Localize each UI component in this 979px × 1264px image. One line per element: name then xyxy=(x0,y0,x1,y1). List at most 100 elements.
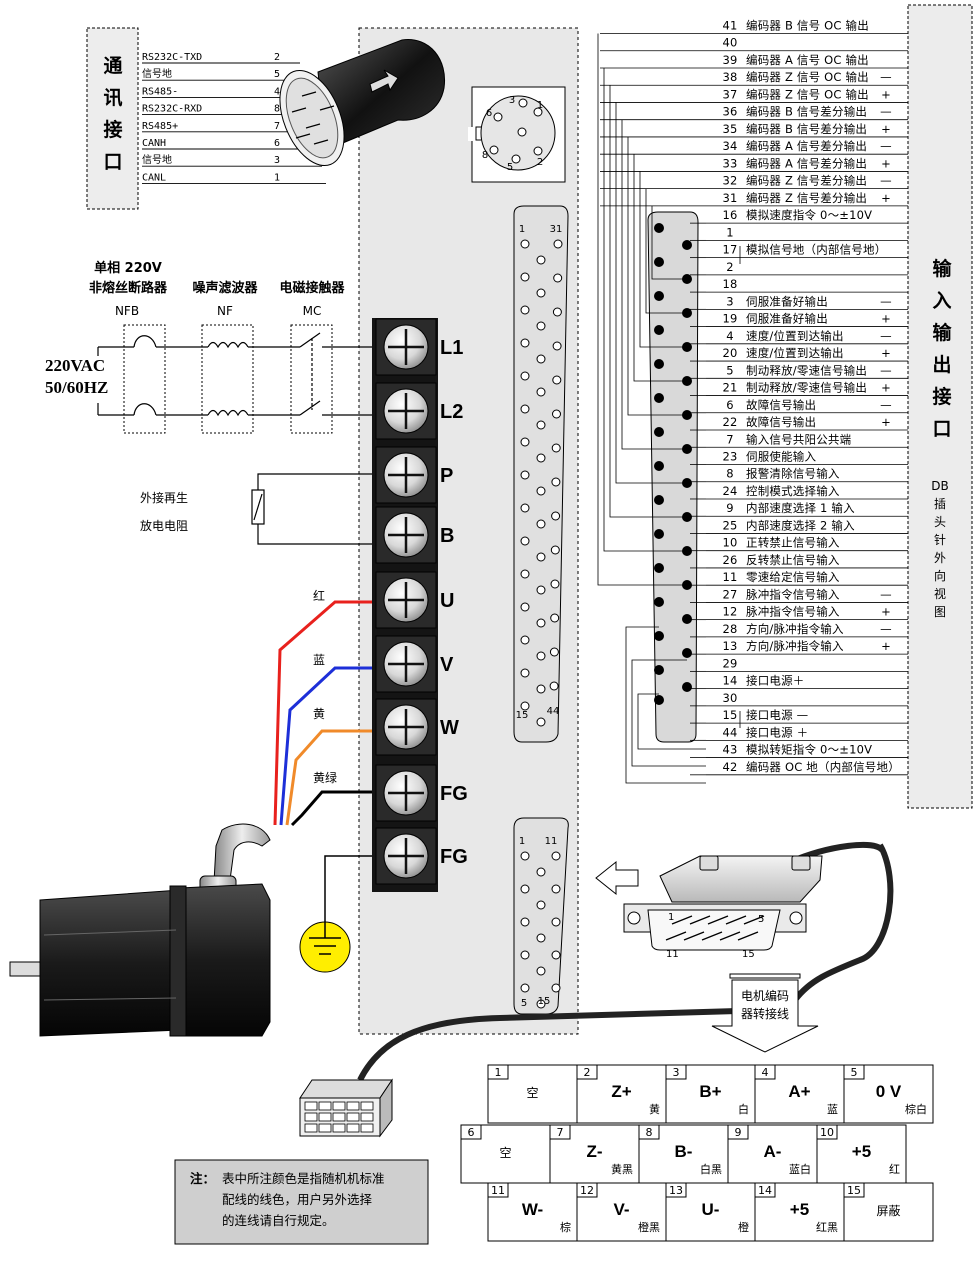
io-signal-label: 模拟信号地（内部信号地） xyxy=(746,243,886,257)
io-signal-label: 接口电源＋ xyxy=(746,674,805,688)
power-lines xyxy=(97,332,372,417)
db15-hole xyxy=(520,884,530,894)
io-pin-number: 17 xyxy=(722,243,737,257)
enc-cell-number-box xyxy=(843,1064,865,1080)
comm-title-box xyxy=(86,27,139,210)
enc-cell-wire-color: 橙黑 xyxy=(638,1220,660,1234)
io-title-char: 接 xyxy=(932,386,951,408)
io-signal-polarity: — xyxy=(880,294,892,308)
io-pin-number: 28 xyxy=(722,622,737,636)
enc-cell-wire-color: 棕白 xyxy=(905,1102,927,1116)
io-subtitle-char: 针 xyxy=(934,532,946,547)
plug-pin xyxy=(654,291,664,301)
comm-signal-name: RS232C-RXD xyxy=(142,104,202,115)
enc-cell-signal: V- xyxy=(613,1200,629,1219)
io-wire xyxy=(609,85,687,518)
enc-cell-number-box xyxy=(487,1064,509,1080)
enc-cell-number: 15 xyxy=(847,1184,861,1197)
io-pin-number: 3 xyxy=(726,294,734,308)
enc-cell-number: 14 xyxy=(758,1184,772,1197)
io-wire xyxy=(633,154,687,382)
motor-encoder-connector xyxy=(299,1078,393,1138)
din-pin-6: 6 xyxy=(486,108,492,119)
din-pin-1: 1 xyxy=(537,100,543,111)
comm-signal-name: RS485+ xyxy=(142,121,178,132)
enc-cell-number: 3 xyxy=(673,1066,680,1079)
enc-cell-number-box xyxy=(460,1124,482,1140)
enc-cell-number: 6 xyxy=(468,1126,475,1139)
io-signal-polarity: + xyxy=(881,87,891,101)
vac-label: 220VAC xyxy=(45,356,105,375)
io-subtitle-char: 视 xyxy=(934,586,946,601)
plug-pin xyxy=(682,410,692,420)
db44-hole xyxy=(553,273,563,283)
plug-pin xyxy=(682,512,692,522)
io-title-char: 入 xyxy=(932,290,951,312)
io-signal-label: 内部速度选择 1 输入 xyxy=(746,501,855,515)
wire-red-label: 红 xyxy=(313,588,325,603)
nfb-label: NFB xyxy=(115,304,139,318)
enc-cell-wire-color: 红黑 xyxy=(816,1221,838,1234)
io-signal-label: 伺服使能输入 xyxy=(746,450,816,464)
io-title-char: 出 xyxy=(932,353,951,376)
servo-motor xyxy=(9,823,271,1037)
db44-hole xyxy=(520,701,530,711)
note-prefix: 注： xyxy=(190,1171,215,1186)
io-title-char: 输 xyxy=(932,257,952,280)
comm-pin-number: 4 xyxy=(274,86,280,97)
io-title-char: 输 xyxy=(932,321,952,344)
db15-hole xyxy=(520,851,530,861)
io-subtitle-char: 头 xyxy=(934,515,946,529)
enc-cell-signal: 0 V xyxy=(876,1082,902,1101)
db44-hole xyxy=(536,321,546,331)
io-signal-label: 编码器 B 信号差分输出 xyxy=(746,105,867,119)
io-signal-polarity: + xyxy=(881,639,891,653)
enc-cell-signal: W- xyxy=(522,1200,543,1219)
io-pin-number: 42 xyxy=(722,760,737,774)
io-signal-polarity: + xyxy=(881,191,891,205)
db44-hole xyxy=(520,635,530,645)
io-signal-polarity: + xyxy=(881,156,891,170)
io-pin-number: 36 xyxy=(722,105,737,119)
enc-cell-wire-color: 黄黑 xyxy=(611,1162,633,1176)
plug-pin xyxy=(654,223,664,233)
io-subtitle-char: 图 xyxy=(934,605,946,619)
enc-cell-number-box xyxy=(549,1124,571,1140)
comm-signal-name: RS485- xyxy=(142,86,178,97)
note-line-2: 配线的线色，用户另外选择 xyxy=(222,1192,373,1207)
enc-cell-wire-color: 棕 xyxy=(560,1220,571,1234)
db15-pin-15: 15 xyxy=(538,996,551,1007)
comm-signal-name: 信号地 xyxy=(142,67,172,80)
enc-cell-number: 8 xyxy=(646,1126,653,1139)
io-wire xyxy=(627,136,687,416)
breaker-label: 非熔丝断路器 xyxy=(89,280,168,296)
enc-cell-wire-color: 橙 xyxy=(738,1220,749,1234)
io-wire xyxy=(639,171,687,348)
io-signal-polarity: + xyxy=(881,312,891,326)
io-signal-polarity: — xyxy=(880,105,892,119)
plug-pin xyxy=(682,274,692,284)
enc-cell-number: 11 xyxy=(491,1184,505,1197)
plug-pin xyxy=(682,478,692,488)
db44-hole xyxy=(551,443,561,453)
io-wire xyxy=(645,188,687,314)
db44-hole xyxy=(536,387,546,397)
db44-hole xyxy=(551,477,561,487)
plug-pin xyxy=(654,359,664,369)
enc-cell-number-box xyxy=(727,1124,749,1140)
enc-cell-signal: 空 xyxy=(499,1146,511,1160)
io-signal-label: 伺服准备好输出 xyxy=(746,312,828,326)
io-subtitle-char: 外 xyxy=(934,551,946,565)
plug-pin xyxy=(654,665,664,675)
enc-cell-number-box xyxy=(487,1182,509,1198)
io-signal-polarity: — xyxy=(880,139,892,153)
io-signal-label: 脉冲指令信号输入 xyxy=(746,587,840,601)
enc-cell-signal: A+ xyxy=(788,1082,810,1101)
db44-pin-44: 44 xyxy=(547,706,560,717)
io-signal-label: 速度/位置到达输出 xyxy=(746,329,844,343)
db44-hole xyxy=(536,585,546,595)
io-pin-number: 7 xyxy=(726,432,734,446)
